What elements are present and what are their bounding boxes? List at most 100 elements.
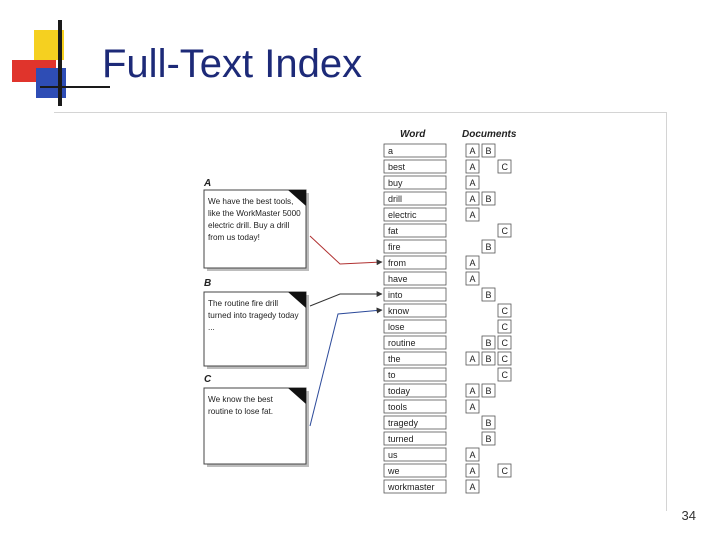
index-word: electric xyxy=(388,210,417,220)
index-word: we xyxy=(387,466,400,476)
posting-cell-b xyxy=(481,287,496,302)
posting-cell-b xyxy=(481,431,496,446)
document-text-line: turned into tragedy today xyxy=(208,311,299,320)
index-word: to xyxy=(388,370,396,380)
posting-doc-a: A xyxy=(470,178,476,188)
index-word: tools xyxy=(388,402,408,412)
posting-doc-c: C xyxy=(502,306,509,316)
posting-cell-c xyxy=(497,335,512,350)
document-text-line: ... xyxy=(208,323,215,332)
index-word: turned xyxy=(388,434,414,444)
posting-doc-c: C xyxy=(502,226,509,236)
posting-cell-b xyxy=(481,191,496,206)
posting-cell-c xyxy=(497,463,512,478)
posting-doc-b: B xyxy=(486,386,492,396)
document-text-line: The routine fire drill xyxy=(208,299,278,308)
index-word-cell xyxy=(383,271,447,286)
document-card-a xyxy=(203,189,307,269)
index-word: the xyxy=(388,354,401,364)
posting-cell-a xyxy=(465,271,480,286)
index-word: fire xyxy=(388,242,401,252)
posting-cell-b xyxy=(481,143,496,158)
document-label-b: B xyxy=(204,278,211,289)
posting-doc-a: A xyxy=(470,386,476,396)
document-label-c: C xyxy=(204,374,212,385)
posting-cell-c xyxy=(497,159,512,174)
index-word: lose xyxy=(388,322,405,332)
index-word-cell xyxy=(383,255,447,270)
document-label-a: A xyxy=(203,178,211,189)
document-fold-corner-c xyxy=(288,388,306,404)
posting-doc-c: C xyxy=(502,338,509,348)
posting-doc-a: A xyxy=(470,274,476,284)
posting-doc-a: A xyxy=(470,162,476,172)
posting-doc-a: A xyxy=(470,466,476,476)
index-word: a xyxy=(388,146,393,156)
posting-doc-b: B xyxy=(486,434,492,444)
document-text-line: from us today! xyxy=(208,233,260,242)
posting-cell-b xyxy=(481,239,496,254)
index-word-cell xyxy=(383,335,447,350)
index-word: have xyxy=(388,274,408,284)
index-word-cell xyxy=(383,415,447,430)
index-word-cell xyxy=(383,383,447,398)
index-word: tragedy xyxy=(388,418,419,428)
index-word-cell xyxy=(383,191,447,206)
documents-layer: A We have the best tools, like the WorkMas… xyxy=(203,178,309,467)
document-text-line: We have the best tools, xyxy=(208,197,293,206)
documents-column-header: Documents xyxy=(462,129,517,140)
posting-doc-a: A xyxy=(470,210,476,220)
posting-cell-b xyxy=(481,415,496,430)
posting-cell-b xyxy=(481,383,496,398)
document-text-line: like the WorkMaster 5000 xyxy=(208,209,301,218)
index-word-cell xyxy=(383,463,447,478)
index-word: routine xyxy=(388,338,416,348)
posting-cell-a xyxy=(465,175,480,190)
posting-cell-c xyxy=(497,319,512,334)
pointer-arrows-layer xyxy=(309,235,383,427)
index-word: know xyxy=(388,306,410,316)
posting-cell-c xyxy=(497,303,512,318)
index-word-cell xyxy=(383,207,447,222)
posting-cell-a xyxy=(465,479,480,494)
index-word: drill xyxy=(388,194,402,204)
index-word-cell xyxy=(383,239,447,254)
word-column-header: Word xyxy=(400,129,426,140)
posting-cell-a xyxy=(465,255,480,270)
posting-doc-c: C xyxy=(502,354,509,364)
index-word-cell xyxy=(383,367,447,382)
posting-cell-c xyxy=(497,367,512,382)
posting-doc-b: B xyxy=(486,338,492,348)
document-fold-corner-a xyxy=(288,190,306,206)
posting-cell-a xyxy=(465,143,480,158)
page-number: 34 xyxy=(681,508,696,523)
slide-title: Full-Text Index xyxy=(102,42,363,86)
index-word-cell xyxy=(383,431,447,446)
index-word: buy xyxy=(388,178,403,188)
posting-cell-b xyxy=(481,351,496,366)
arrow-doc-a-to-from xyxy=(309,235,383,266)
posting-doc-c: C xyxy=(502,322,509,332)
document-card-c xyxy=(203,387,307,465)
figure-frame xyxy=(54,112,667,511)
index-word-cell xyxy=(383,447,447,462)
posting-cell-a xyxy=(465,159,480,174)
index-word: into xyxy=(388,290,403,300)
full-text-index-figure: Word Documents A We have the best tools, l… xyxy=(203,129,517,494)
posting-cell-a xyxy=(465,383,480,398)
posting-doc-b: B xyxy=(486,194,492,204)
posting-cell-a xyxy=(465,351,480,366)
arrow-doc-b-to-into xyxy=(309,291,383,307)
posting-doc-a: A xyxy=(470,354,476,364)
index-word-cell xyxy=(383,319,447,334)
posting-cell-a xyxy=(465,399,480,414)
posting-cell-a xyxy=(465,207,480,222)
slide-logo-graphic xyxy=(12,20,110,106)
index-word-cell xyxy=(383,159,447,174)
posting-doc-a: A xyxy=(470,482,476,492)
posting-cell-a xyxy=(465,447,480,462)
arrow-doc-c-to-know xyxy=(309,307,383,427)
posting-doc-a: A xyxy=(470,258,476,268)
logo-horizontal-rule xyxy=(40,86,110,88)
document-text-line: electric drill. Buy a drill xyxy=(208,221,290,230)
